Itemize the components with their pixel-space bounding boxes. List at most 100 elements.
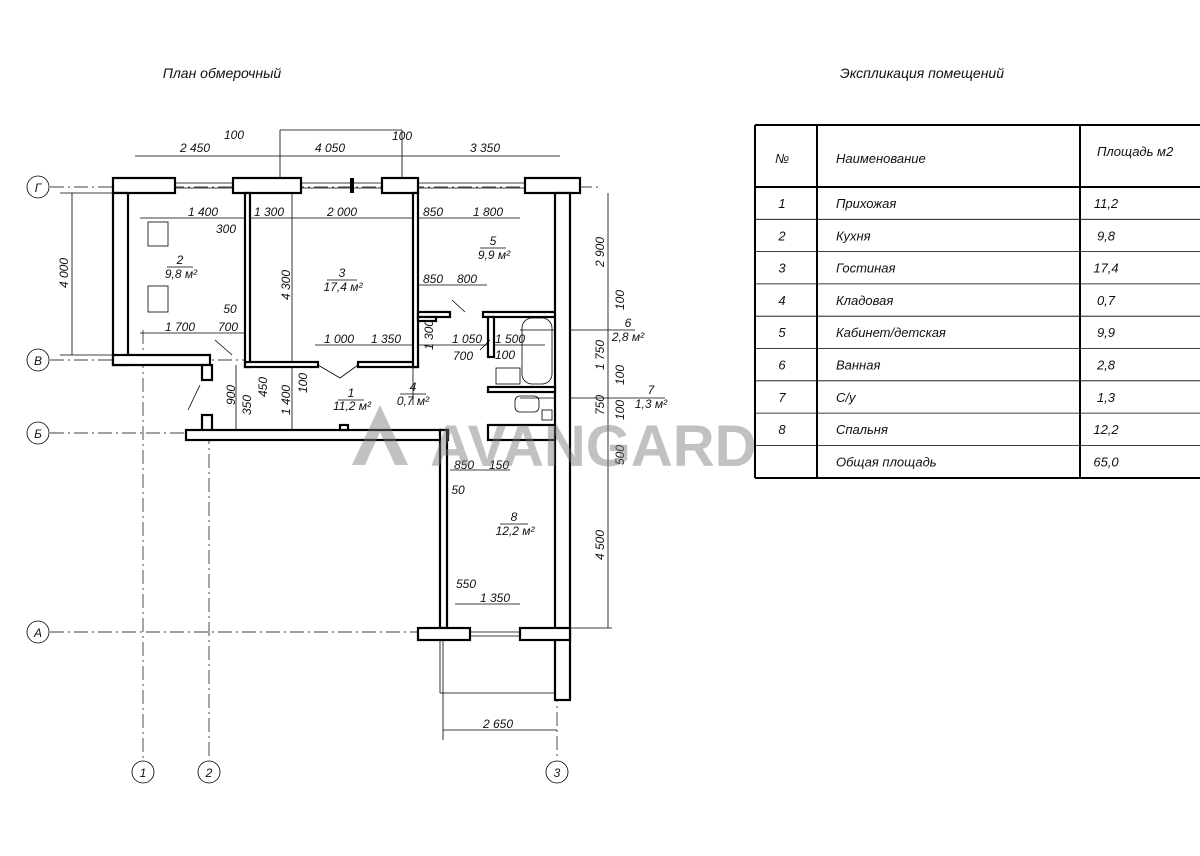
svg-text:1 300: 1 300: [254, 205, 284, 219]
svg-text:Б: Б: [34, 427, 42, 441]
fixtures: [147, 221, 553, 421]
dimension-lines: [60, 129, 665, 740]
cell-name: С/у: [836, 390, 857, 405]
cell-number: 5: [778, 325, 786, 340]
svg-text:350: 350: [240, 395, 254, 415]
header-number: №: [775, 151, 789, 166]
room-3: 317,4 м²: [324, 266, 364, 294]
svg-text:700: 700: [218, 320, 238, 334]
watermark-logo: AVANGARD: [352, 405, 757, 479]
svg-text:5: 5: [490, 234, 497, 248]
svg-text:550: 550: [456, 577, 476, 591]
cell-number: 3: [778, 261, 786, 276]
svg-text:17,4 м²: 17,4 м²: [324, 280, 364, 294]
svg-text:850: 850: [423, 205, 443, 219]
room-1: 111,2 м²: [333, 386, 372, 413]
cell-name: Прихожая: [836, 196, 896, 211]
cell-number: 8: [778, 422, 786, 437]
table-row: 5 Кабинет/детская 9,9: [778, 325, 1115, 340]
walls: [111, 176, 582, 702]
cell-area: 9,9: [1097, 325, 1115, 340]
svg-text:1 050: 1 050: [452, 332, 482, 346]
dimension-labels: 2 450 100 4 050 100 3 350 1 400 300 1 30…: [57, 128, 627, 731]
svg-text:700: 700: [453, 349, 473, 363]
svg-text:850: 850: [423, 272, 443, 286]
windows: [175, 178, 525, 637]
svg-text:11,2 м²: 11,2 м²: [333, 399, 372, 413]
svg-text:4 300: 4 300: [279, 270, 293, 300]
room-2: 29,8 м²: [165, 253, 198, 281]
cell-number: 4: [778, 293, 785, 308]
plan-title: План обмерочный: [163, 65, 282, 81]
svg-text:1 350: 1 350: [371, 332, 401, 346]
axis-marker-B: Б: [26, 421, 50, 445]
svg-text:100: 100: [296, 373, 310, 393]
svg-text:1 350: 1 350: [480, 591, 510, 605]
svg-text:4 500: 4 500: [593, 530, 607, 560]
svg-text:3 350: 3 350: [470, 141, 500, 155]
grid-axes: Г В Б А 1 2 3: [26, 175, 600, 784]
axis-marker-3: 3: [545, 760, 569, 784]
table-row: 8 Спальня 12,2: [778, 422, 1119, 437]
room-labels: 111,2 м² 29,8 м² 317,4 м² 40,7 м² 59,9 м…: [165, 234, 668, 538]
svg-text:3: 3: [554, 766, 561, 780]
svg-text:1 800: 1 800: [473, 205, 503, 219]
svg-text:1 400: 1 400: [188, 205, 218, 219]
svg-text:3: 3: [339, 266, 346, 280]
svg-text:100: 100: [613, 400, 627, 420]
cell-name: Гостиная: [836, 261, 896, 276]
svg-text:1 400: 1 400: [279, 385, 293, 415]
svg-text:100: 100: [495, 348, 515, 362]
cell-number: 1: [778, 196, 785, 211]
cell-number: 7: [778, 390, 786, 405]
svg-text:150: 150: [489, 458, 509, 472]
svg-text:9,9 м²: 9,9 м²: [478, 248, 511, 262]
room-6: 62,8 м²: [611, 316, 645, 344]
svg-text:В: В: [34, 354, 42, 368]
svg-text:100: 100: [392, 129, 412, 143]
svg-text:0,7 м²: 0,7 м²: [397, 394, 430, 408]
watermark-text: AVANGARD: [430, 414, 757, 479]
svg-text:850: 850: [454, 458, 474, 472]
svg-text:1 700: 1 700: [165, 320, 195, 334]
table-title: Экспликация помещений: [840, 65, 1004, 81]
svg-text:100: 100: [224, 128, 244, 142]
axis-marker-V: В: [26, 348, 50, 372]
svg-text:1 300: 1 300: [422, 320, 436, 350]
svg-text:4 000: 4 000: [57, 258, 71, 288]
svg-text:9,8 м²: 9,8 м²: [165, 267, 198, 281]
axis-marker-A: А: [26, 620, 50, 644]
cell-name: Кабинет/детская: [836, 325, 946, 340]
svg-text:6: 6: [625, 316, 632, 330]
svg-text:1 000: 1 000: [324, 332, 354, 346]
svg-text:2 450: 2 450: [179, 141, 210, 155]
svg-text:2: 2: [205, 766, 213, 780]
svg-text:900: 900: [224, 385, 238, 405]
cell-area: 0,7: [1097, 293, 1116, 308]
cell-area: 9,8: [1097, 228, 1116, 243]
cell-name: Ванная: [836, 358, 880, 373]
svg-text:А: А: [33, 626, 42, 640]
svg-text:4: 4: [410, 380, 417, 394]
cell-name: Общая площадь: [836, 454, 937, 469]
svg-text:50: 50: [223, 302, 237, 316]
cell-name: Спальня: [836, 422, 888, 437]
svg-text:2,8 м²: 2,8 м²: [611, 330, 645, 344]
cell-area: 1,3: [1097, 390, 1116, 405]
header-name: Наименование: [836, 151, 926, 166]
svg-text:500: 500: [613, 445, 627, 465]
svg-text:2 900: 2 900: [593, 237, 607, 268]
axis-marker-1: 1: [131, 760, 155, 784]
svg-text:100: 100: [613, 290, 627, 310]
cell-area: 12,2: [1093, 422, 1119, 437]
svg-text:1: 1: [348, 386, 355, 400]
room-8: 812,2 м²: [496, 510, 536, 538]
header-area: Площадь м2: [1097, 144, 1174, 159]
svg-text:2: 2: [176, 253, 184, 267]
